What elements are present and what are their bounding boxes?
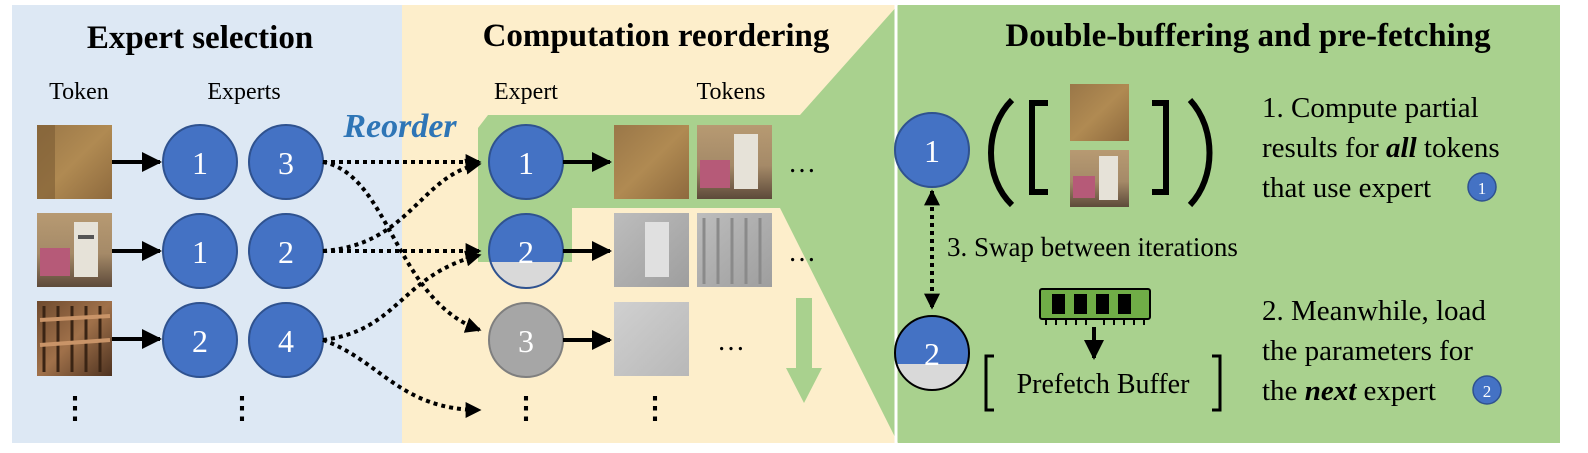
reorder-expert-1: 1 — [488, 124, 564, 200]
step2-line1: 2. Meanwhile, load — [1262, 295, 1486, 327]
double-buffering-panel — [478, 5, 1560, 443]
row3-tokens-dots: … — [717, 326, 745, 357]
reorder-token-chairs-gray — [697, 213, 772, 287]
prefetch-bracket-left — [984, 354, 994, 412]
svg-text:1: 1 — [192, 145, 208, 181]
memory-chip-icon — [1039, 288, 1151, 325]
prefetch-bracket-right — [1212, 354, 1222, 412]
svg-text:2: 2 — [278, 234, 294, 270]
svg-text:3: 3 — [278, 145, 294, 181]
reorder-label: Reorder — [342, 108, 457, 145]
svg-text:4: 4 — [278, 323, 294, 359]
computation-reordering-title: Computation reordering — [483, 18, 830, 54]
svg-text:2: 2 — [192, 323, 208, 359]
experts-column-header: Experts — [207, 79, 280, 105]
buffer-expert-1: 1 — [894, 112, 970, 188]
svg-text:1: 1 — [924, 133, 940, 169]
prefetch-buffer-label: Prefetch Buffer — [1017, 369, 1191, 400]
reorder-expert-3-inactive: 3 — [488, 302, 564, 378]
step2-line2: the parameters for — [1262, 335, 1473, 367]
row1-tokens-dots: … — [788, 148, 816, 179]
selection-expert-2-row2: 2 — [248, 213, 324, 289]
svg-text:2: 2 — [924, 336, 940, 372]
reorder-token-shelf — [697, 125, 772, 199]
selection-expert-1-row1: 1 — [162, 124, 238, 200]
reorder-expert-2-loading: 2 — [488, 213, 564, 289]
token-ellipsis: ⋮ — [60, 392, 90, 425]
buffer-expert-2-loading: 2 — [894, 315, 970, 391]
step1-line1: 1. Compute partial — [1262, 92, 1479, 124]
selection-expert-3-row1: 3 — [248, 124, 324, 200]
reorder-token-shelf-gray — [614, 213, 689, 287]
selection-expert-4-row3: 4 — [248, 302, 324, 378]
token-image-wall — [37, 125, 112, 199]
reorder-arrows — [322, 154, 482, 418]
experts-ellipsis: ⋮ — [227, 392, 257, 425]
svg-text:1: 1 — [1478, 179, 1487, 198]
step2-expert-badge: 2 — [1472, 375, 1502, 405]
token-image-chairs — [37, 301, 112, 376]
double-buffering-title: Double-buffering and pre-fetching — [1005, 18, 1491, 54]
svg-text:3: 3 — [518, 323, 534, 359]
svg-text:1: 1 — [192, 234, 208, 270]
token-bracket-group — [988, 84, 1213, 208]
svg-text:1: 1 — [518, 145, 534, 181]
step1-line2: results for all tokens — [1262, 132, 1500, 164]
green-down-arrow — [786, 298, 822, 403]
token-column-header: Token — [49, 79, 109, 105]
token-image-shelf — [37, 213, 112, 287]
swap-text: 3. Swap between iterations — [947, 232, 1238, 262]
tokens-col-ellipsis: ⋮ — [640, 392, 670, 425]
expert-col-ellipsis: ⋮ — [511, 392, 541, 425]
row2-tokens-dots: … — [788, 237, 816, 268]
svg-text:2: 2 — [1483, 382, 1492, 401]
expert-column-header: Expert — [494, 79, 558, 105]
selection-expert-2-row3: 2 — [162, 302, 238, 378]
tokens-column-header: Tokens — [697, 79, 766, 105]
reorder-token-wall — [614, 125, 689, 199]
expert-selection-title: Expert selection — [87, 20, 313, 56]
svg-text:2: 2 — [518, 234, 534, 270]
selection-expert-1-row2: 1 — [162, 213, 238, 289]
step2-line3: the next expert — [1262, 375, 1436, 407]
step1-line3: that use expert — [1262, 172, 1431, 204]
reorder-token-gray — [614, 302, 689, 376]
step1-expert-badge: 1 — [1467, 172, 1497, 202]
